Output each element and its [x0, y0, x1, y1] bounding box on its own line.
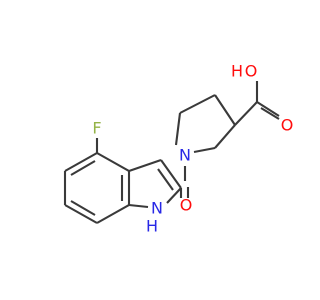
bond-acid-co-2: [260, 107, 280, 120]
bond-pyrrolidine-2: [179, 94, 216, 114]
bond-pyrrole-2: [160, 159, 182, 189]
bond-pyrrolidine-5: [193, 146, 216, 154]
atom-h-hydroxyl: H: [231, 62, 243, 81]
bond-pyrrole-3: [166, 187, 182, 204]
bond-benzene-1: [96, 152, 130, 172]
bond-benzene-3: [96, 204, 130, 224]
atom-o-carbonyl: O: [281, 116, 294, 135]
bonds: [63, 81, 280, 224]
bond-benzene-6-inner: [70, 160, 96, 176]
atom-f: F: [92, 119, 101, 138]
atom-o-amide: O: [180, 196, 193, 215]
atom-o-hydroxyl: O: [245, 62, 258, 81]
atom-labels: F O H O N O N H: [92, 62, 293, 236]
bond-acid-co-1: [256, 101, 280, 117]
atom-n-indole: N: [151, 199, 163, 218]
bond-benzene-4: [64, 204, 98, 224]
bond-pyrrole-1: [128, 159, 162, 172]
bond-pyrrolidine-1: [174, 112, 182, 146]
bond-benzene-4-inner: [70, 200, 96, 216]
bond-pyrrole-2-inner: [157, 168, 174, 191]
bond-pyrrolidine-4: [214, 124, 236, 149]
atom-n-pyrrolidine: N: [179, 146, 191, 165]
bond-pyrrole-4: [128, 203, 149, 209]
bond-benzene-6: [64, 152, 98, 172]
bond-pyrrolidine-3: [214, 94, 236, 126]
molecule-structure: F O H O N O N H: [63, 62, 293, 236]
atom-h-indole: H: [146, 217, 158, 236]
bond-acid-cc: [234, 101, 258, 126]
